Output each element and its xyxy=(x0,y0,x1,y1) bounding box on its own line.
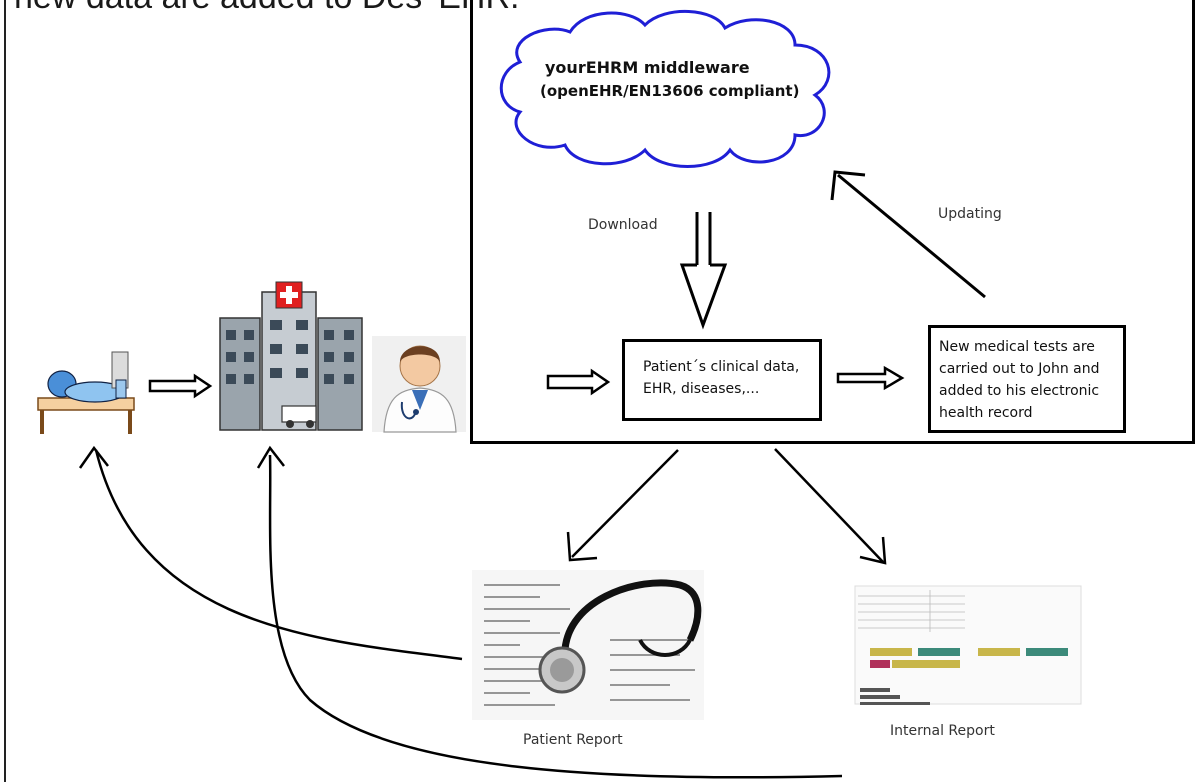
clinical-box-line2: EHR, diseases,... xyxy=(643,381,760,397)
page-heading: new data are added to Des' EHR. xyxy=(14,0,519,17)
download-label: Download xyxy=(588,217,658,233)
clinical-box-line1: Patient´s clinical data, xyxy=(643,359,800,375)
updating-arrow xyxy=(830,170,986,299)
report-to-patient-curve xyxy=(78,445,463,661)
internal-report-label: Internal Report xyxy=(890,723,995,739)
stethoscope-report-image xyxy=(472,570,704,720)
cloud-subtitle: (openEHR/EN13606 compliant) xyxy=(540,82,800,100)
cloud-title: yourEHRM middleware xyxy=(545,58,750,77)
patient-bed-icon xyxy=(30,348,142,438)
clinical-data-box: Patient´s clinical data, EHR, diseases,.… xyxy=(622,339,822,421)
download-arrow xyxy=(679,212,728,330)
tests-box-line2: carried out to John and xyxy=(939,361,1100,377)
updating-label: Updating xyxy=(938,206,1002,222)
tests-box-line3: added to his electronic xyxy=(939,383,1100,399)
medical-tests-box: New medical tests are carried out to Joh… xyxy=(928,325,1126,433)
tests-box-line1: New medical tests are xyxy=(939,339,1095,355)
clinical-to-tests-arrow xyxy=(836,365,905,391)
tests-box-line4: health record xyxy=(939,405,1033,421)
input-arrow xyxy=(546,368,611,396)
left-border-line xyxy=(4,0,6,782)
doctor-icon xyxy=(372,336,466,433)
patient-to-hospital-arrow xyxy=(148,373,213,399)
to-patient-report-arrow xyxy=(566,449,679,562)
middleware-frame xyxy=(470,0,1195,444)
middleware-cloud xyxy=(499,9,831,168)
to-internal-report-arrow xyxy=(774,448,887,565)
hospital-icon xyxy=(219,281,363,431)
internal-report-image xyxy=(854,585,1082,705)
patient-report-label: Patient Report xyxy=(523,732,623,748)
report-to-hospital-curve xyxy=(256,445,843,779)
